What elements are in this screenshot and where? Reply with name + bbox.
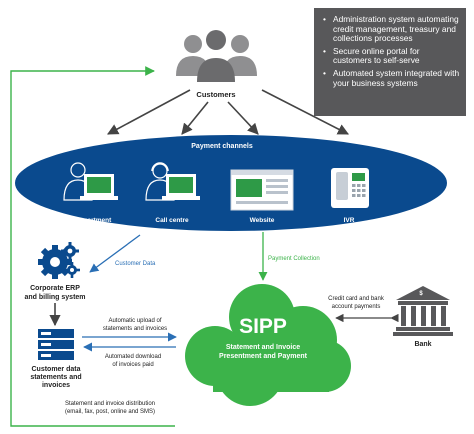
payment-channels-title: Payment channels — [191, 143, 253, 150]
sipp-subtitle-line1: Statement and Invoice — [226, 344, 300, 351]
sipp-subtitle-line2: Presentment and Payment — [219, 353, 308, 360]
customer-data-label-line2: statements and — [30, 374, 81, 381]
download-label-line1: Automated download — [105, 354, 161, 360]
arrow-customers-website — [227, 101, 259, 135]
channel-label-callcentre: Call centre — [155, 217, 189, 224]
arrow-customers-callcentre — [181, 101, 209, 135]
bank-payments-label-line2: account payments — [332, 304, 381, 310]
info-bullet: Administration system automating credit … — [323, 14, 460, 44]
bank-label: Bank — [414, 341, 431, 348]
erp-label-line1: Corporate ERP — [30, 285, 80, 292]
ivr-phone-icon — [331, 168, 369, 208]
bank-dollar-icon: $ — [419, 291, 423, 297]
arrow-customer-data — [89, 234, 141, 273]
arrow-customers-ar — [107, 89, 191, 135]
upload-label-line2: statements and invoices — [103, 326, 167, 332]
upload-label-line1: Automatic upload of — [108, 318, 161, 324]
erp-gears-icon — [38, 242, 80, 279]
ar-department-icon — [63, 162, 118, 201]
sipp-cloud — [185, 284, 351, 406]
channel-label-ar: AR department — [65, 217, 112, 224]
website-icon — [230, 169, 294, 211]
customer-data-label-line1: Customer data — [31, 366, 80, 373]
sipp-title: SIPP — [239, 315, 287, 338]
distribution-label-line1: Statement and invoice distribution — [65, 401, 155, 407]
bank-payments-label-line1: Credit card and bank — [328, 296, 385, 302]
distribution-label-line2: (email, fax, post, online and SMS) — [65, 409, 155, 415]
erp-label-line2: and billing system — [24, 294, 85, 301]
customer-data-flow-label: Customer Data — [115, 261, 156, 267]
arrow-customers-ivr — [261, 89, 349, 135]
customers-label: Customers — [196, 90, 235, 99]
customers-icon — [176, 30, 257, 82]
download-label-line2: of invoices paid — [112, 362, 153, 368]
call-centre-icon — [145, 162, 200, 201]
bank-icon — [393, 286, 453, 336]
info-bullet: Secure online portal for customers to se… — [323, 46, 460, 66]
info-box: Administration system automating credit … — [314, 8, 466, 116]
info-bullet-list: Administration system automating credit … — [323, 14, 460, 88]
distribution-loop-line — [10, 66, 175, 427]
payment-collection-label: Payment Collection — [268, 256, 320, 262]
customer-data-label-line3: invoices — [42, 382, 70, 389]
info-bullet: Automated system integrated with your bu… — [323, 68, 460, 88]
server-stack-icon — [38, 329, 74, 360]
channel-label-website: Website — [250, 217, 275, 224]
channel-label-ivr: IVR — [344, 217, 355, 224]
